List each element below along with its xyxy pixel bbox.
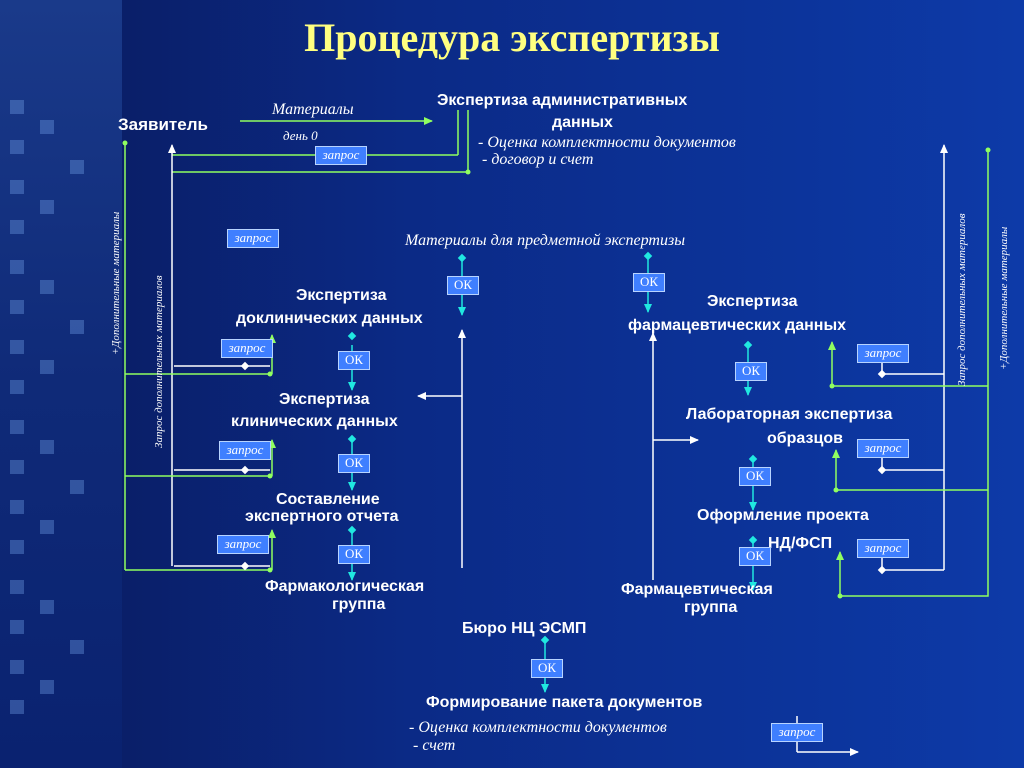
request-box: запрос	[315, 146, 367, 165]
clinical-line1: Экспертиза	[279, 391, 370, 408]
request-box: запрос	[217, 535, 269, 554]
package-note-2: - счет	[413, 737, 456, 754]
lab-line2: образцов	[767, 430, 843, 447]
left-green-returns	[125, 334, 276, 571]
ok-box: ОК	[531, 659, 563, 678]
decor-square	[10, 300, 24, 314]
ok-box: ОК	[633, 273, 665, 292]
request-box: запрос	[857, 539, 909, 558]
ok-box: ОК	[338, 351, 370, 370]
decor-square	[70, 480, 84, 494]
right-outer-vertical-label: +Дополнительные материалы	[998, 226, 1010, 370]
left-outer-vertical-label: +Дополнительные материалы	[110, 211, 122, 355]
ok-box: ОК	[739, 467, 771, 486]
pharma-group-line2: группа	[684, 599, 738, 616]
decor-square	[40, 520, 54, 534]
request-box: запрос	[227, 229, 279, 248]
nd-line1: Оформление проекта	[697, 507, 869, 524]
decor-square	[10, 100, 24, 114]
green-dots	[122, 140, 991, 599]
request-box: запрос	[857, 344, 909, 363]
decorative-stripe	[0, 0, 122, 768]
decor-square	[10, 260, 24, 274]
decor-square	[10, 500, 24, 514]
pharmacol-group-line2: группа	[332, 596, 386, 613]
decor-square	[40, 360, 54, 374]
materials-label: Материалы	[272, 101, 354, 118]
lab-line1: Лабораторная экспертиза	[686, 406, 893, 423]
decor-square	[10, 580, 24, 594]
pharma-data-line1: Экспертиза	[707, 293, 798, 310]
ok-box: ОК	[447, 276, 479, 295]
decor-square	[10, 420, 24, 434]
report-line2: экспертного отчета	[245, 508, 399, 525]
request-box: запрос	[219, 441, 271, 460]
left-request-lines	[174, 365, 270, 567]
decor-square	[10, 540, 24, 554]
clinical-line2: клинических данных	[231, 413, 398, 430]
right-request-lines	[881, 362, 944, 571]
pharma-data-line2: фармацевтических данных	[628, 317, 847, 334]
subject-materials-label: Материалы для предметной экспертизы	[405, 232, 686, 249]
ok-box: ОК	[739, 547, 771, 566]
decor-square	[40, 680, 54, 694]
request-box: запрос	[857, 439, 909, 458]
package-title: Формирование пакета документов	[426, 694, 703, 711]
admin-expertise-line1: Экспертиза административных	[437, 92, 688, 109]
cyan-diamonds	[347, 251, 758, 645]
decor-square	[40, 280, 54, 294]
decor-square	[70, 320, 84, 334]
right-inner-vertical-label: Запрос дополнительных материалов	[956, 213, 968, 386]
applicant-label: Заявитель	[118, 115, 208, 134]
decor-square	[10, 140, 24, 154]
decor-square	[40, 440, 54, 454]
preclinical-line1: Экспертиза	[296, 287, 387, 304]
decor-square	[10, 180, 24, 194]
admin-expertise-line2: данных	[552, 114, 613, 131]
admin-note-2: - договор и счет	[482, 151, 594, 168]
request-box: запрос	[771, 723, 823, 742]
preclinical-line2: доклинических данных	[236, 310, 423, 327]
right-green-returns	[828, 150, 989, 597]
page-title: Процедура экспертизы	[304, 15, 720, 60]
report-line1: Составление	[276, 491, 380, 508]
bureau-label: Бюро НЦ ЭСМП	[462, 620, 587, 637]
decor-square	[40, 120, 54, 134]
ok-box: ОК	[338, 454, 370, 473]
decor-square	[10, 700, 24, 714]
decor-square	[70, 160, 84, 174]
nd-line2: НД/ФСП	[768, 535, 833, 552]
package-note-1: - Оценка комплектности документов	[409, 719, 667, 736]
decor-square	[10, 380, 24, 394]
ok-box: ОК	[338, 545, 370, 564]
decor-square	[10, 660, 24, 674]
pharmacol-group-line1: Фармакологическая	[265, 578, 425, 595]
decor-square	[10, 620, 24, 634]
admin-note-1: - Оценка комплектности документов	[478, 134, 736, 151]
pharma-group-line1: Фармацевтическая	[621, 581, 773, 598]
day0-label: день 0	[283, 128, 318, 143]
decor-square	[70, 640, 84, 654]
decor-square	[40, 600, 54, 614]
decor-square	[40, 200, 54, 214]
decor-square	[10, 220, 24, 234]
request-box: запрос	[221, 339, 273, 358]
decor-square	[10, 460, 24, 474]
left-inner-vertical-label: Запрос дополнительных материалов	[153, 275, 165, 448]
ok-box: ОК	[735, 362, 767, 381]
decor-square	[10, 340, 24, 354]
